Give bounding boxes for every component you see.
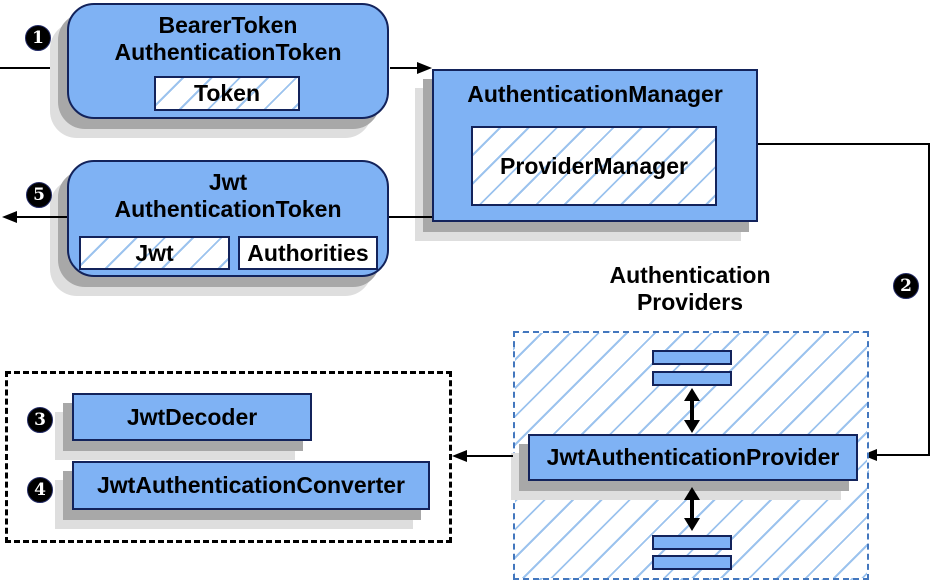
jwt-decoder-node: JwtDecoder: [72, 393, 312, 441]
token-field: Token: [154, 76, 300, 111]
response-out-arrowhead-icon: [2, 211, 17, 223]
authentication-manager-node: AuthenticationManager ProviderManager: [432, 69, 758, 222]
step-5-badge: 5: [26, 182, 52, 208]
authentication-providers-heading-line2: Providers: [636, 289, 744, 315]
bearer-token-title: BearerToken AuthenticationToken: [69, 12, 387, 66]
provider-placeholder-bar: [652, 535, 732, 550]
decoder-converter-group: [5, 371, 452, 543]
jwt-token-title-line1: Jwt: [208, 169, 248, 195]
double-arrow-shaft: [690, 498, 694, 521]
response-out-line: [17, 216, 67, 218]
double-arrow-down-icon: [684, 518, 700, 531]
provider-to-decoder-line: [466, 455, 513, 457]
authorities-field: Authorities: [238, 236, 378, 270]
bearer-token-title-line1: BearerToken: [158, 12, 298, 38]
authentication-manager-title: AuthenticationManager: [467, 81, 723, 107]
jwt-token-title-line2: AuthenticationToken: [114, 196, 342, 222]
bearer-to-manager-line: [390, 67, 418, 69]
step-4-badge: 4: [27, 477, 53, 503]
jwt-authentication-converter-node: JwtAuthenticationConverter: [72, 461, 430, 510]
manager-to-jwt-token-line: [389, 216, 432, 218]
authentication-providers-heading: Authentication Providers: [555, 262, 825, 316]
bearer-token-title-line2: AuthenticationToken: [114, 39, 342, 65]
step-3-badge: 3: [27, 407, 53, 433]
bearer-to-manager-arrowhead-icon: [417, 62, 432, 74]
request-in-line: [0, 67, 67, 69]
provider-placeholder-bar: [652, 555, 732, 570]
step-2-badge: 2: [893, 273, 919, 299]
jwt-authentication-provider-node: JwtAuthenticationProvider: [528, 434, 858, 481]
authentication-providers-heading-line1: Authentication: [609, 262, 771, 288]
provider-manager-node: ProviderManager: [471, 126, 717, 206]
jwt-field: Jwt: [79, 236, 230, 270]
double-arrow-up-icon: [684, 487, 700, 500]
double-arrow-up-icon: [684, 388, 700, 401]
provider-placeholder-bar: [652, 371, 732, 386]
manager-to-provider-line-bottom: [877, 454, 930, 456]
bearer-token-authentication-token-node: BearerToken AuthenticationToken Token: [67, 3, 389, 119]
manager-to-provider-line-vertical: [928, 143, 930, 456]
jwt-token-title: Jwt AuthenticationToken: [69, 169, 387, 223]
provider-placeholder-bar: [652, 350, 732, 365]
jwt-authentication-token-node: Jwt AuthenticationToken Jwt Authorities: [67, 160, 389, 277]
double-arrow-down-icon: [684, 420, 700, 433]
step-1-badge: 1: [25, 25, 51, 51]
manager-to-provider-line-top: [758, 143, 930, 145]
double-arrow-shaft: [690, 399, 694, 422]
provider-to-decoder-arrowhead-icon: [452, 450, 467, 462]
